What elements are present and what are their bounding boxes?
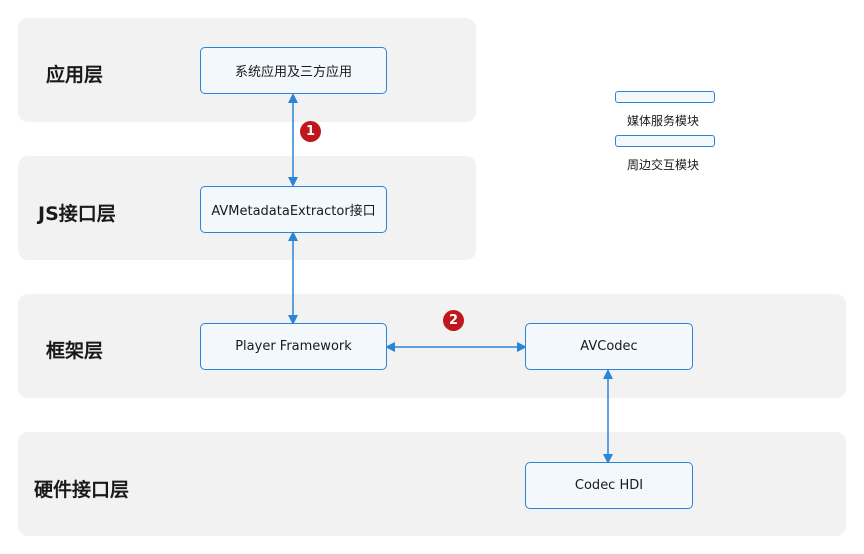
step-2-badge: 2 — [443, 310, 464, 331]
legend-interaction-label: 周边交互模块 — [627, 158, 700, 172]
framework-layer-label: 框架层 — [46, 340, 104, 362]
system-apps-box: 系统应用及三方应用 — [200, 47, 387, 94]
player-framework-box: Player Framework — [200, 323, 387, 370]
avcodec-box: AVCodec — [525, 323, 693, 370]
application-layer-label: 应用层 — [46, 64, 104, 86]
legend-interaction-swatch — [615, 135, 715, 147]
js-interface-layer-label: JS接口层 — [38, 203, 116, 225]
hardware-interface-layer — [18, 432, 846, 536]
hardware-interface-layer-label: 硬件接口层 — [34, 479, 130, 501]
extractor-interface-box: AVMetadataExtractor接口 — [200, 186, 387, 233]
step-1-badge: 1 — [300, 121, 321, 142]
codec-hdi-box: Codec HDI — [525, 462, 693, 509]
legend-media-service-swatch — [615, 91, 715, 103]
legend-media-service-label: 媒体服务模块 — [627, 114, 700, 128]
